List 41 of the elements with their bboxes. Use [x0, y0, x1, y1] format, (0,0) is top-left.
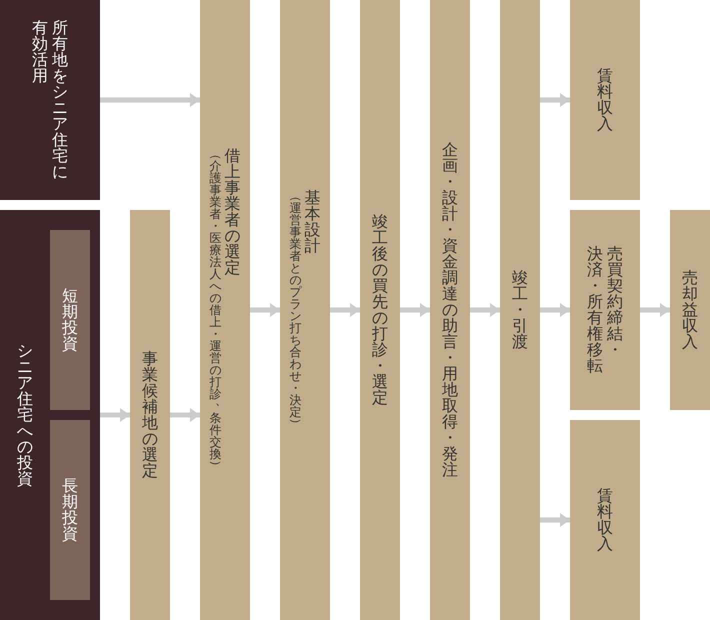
sub-category-box — [50, 420, 90, 600]
result-box — [670, 210, 710, 410]
result-box — [570, 0, 640, 200]
sub-category-box — [50, 230, 90, 410]
category-label: 所有地をシニア住宅に有効活用 — [32, 20, 68, 180]
category-box — [0, 0, 100, 200]
step-label: 事業候補地の選定 — [142, 351, 158, 479]
arrow — [100, 408, 130, 422]
arrow — [540, 93, 570, 107]
term-label: 短期投資 — [62, 288, 78, 352]
term-label: 長期投資 — [62, 478, 78, 542]
step-label: 借上事業者の選定 — [224, 148, 240, 276]
process-box — [200, 0, 250, 620]
arrow — [250, 303, 280, 317]
category-box — [0, 210, 100, 620]
step-label: 企画・設計・資金調達の助言・用地取得・発注 — [442, 142, 458, 478]
result-label: 売却益収入 — [682, 270, 698, 350]
arrow — [400, 303, 430, 317]
process-box — [360, 0, 400, 620]
process-box — [280, 0, 330, 620]
process-box — [130, 210, 170, 620]
result-box — [570, 210, 640, 410]
step-note: （運営事業者とのプラン打ち合わせ・決定） — [290, 190, 302, 430]
arrow — [640, 303, 670, 317]
arrow — [540, 513, 570, 527]
arrow — [540, 303, 570, 317]
step-label: 基本設計 — [304, 190, 320, 254]
arrow — [100, 93, 200, 107]
result-label: 売買契約締結・決済・所有権移転 — [587, 246, 623, 374]
result-label: 賃料収入 — [597, 68, 613, 132]
arrow — [170, 408, 200, 422]
step-note: （介護事業者・医療法人への借上・運営の打診、条件交換） — [210, 148, 222, 472]
result-label: 賃料収入 — [597, 488, 613, 552]
category-label: シニア住宅への投資 — [17, 343, 33, 487]
process-box — [430, 0, 470, 620]
arrow — [330, 303, 360, 317]
result-box — [570, 420, 640, 620]
step-label: 竣工後の買先の打診・選定 — [372, 214, 388, 406]
arrow — [470, 303, 500, 317]
step-label: 竣工・引渡 — [512, 270, 528, 350]
process-box — [500, 0, 540, 620]
